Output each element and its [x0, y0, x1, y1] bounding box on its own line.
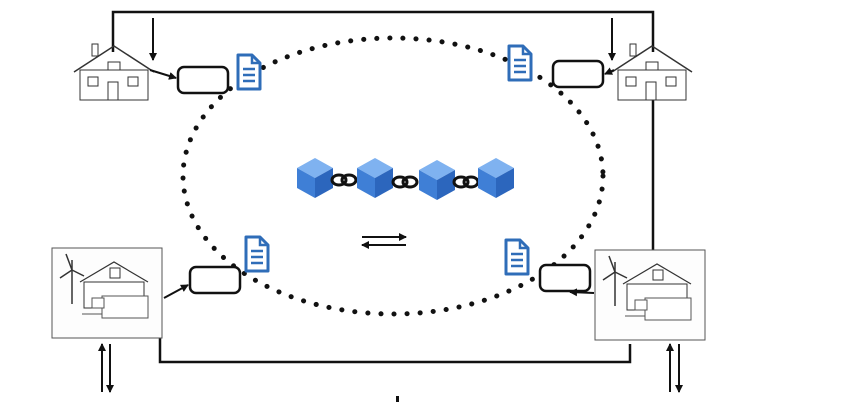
grid-arrows-bottom-left	[98, 343, 114, 393]
meter-box-top-left	[176, 65, 230, 95]
house-icon-top-left	[73, 43, 155, 101]
blockchain-block-icon	[478, 158, 514, 198]
blockchain	[297, 158, 514, 200]
meter-box-bottom-left	[188, 265, 242, 295]
chain-link-icon	[330, 173, 358, 187]
document-icon-bottom-right	[504, 238, 530, 276]
blockchain-block-icon	[357, 158, 393, 198]
blockchain-block-icon	[297, 158, 333, 198]
bidirectional-arrow-icon	[361, 233, 407, 249]
meter-box-top-right	[551, 59, 605, 89]
chain-link-icon	[391, 175, 419, 189]
stray-mark	[396, 396, 399, 402]
document-icon-top-right	[507, 44, 533, 82]
wind-turbine-house-bottom-right	[594, 249, 706, 341]
wind-turbine-house-bottom-left	[51, 247, 163, 339]
house-to-meter-arrows	[149, 18, 616, 299]
meter-box-bottom-right	[538, 263, 592, 293]
document-icon-top-left	[236, 53, 262, 91]
grid-arrows-bottom-right	[666, 343, 683, 393]
chain-link-icon	[452, 175, 480, 189]
outer-connection-line	[111, 10, 655, 364]
dotted-network-ring	[180, 35, 606, 317]
house-icon-top-right	[611, 43, 693, 101]
document-icon-bottom-left	[244, 235, 270, 273]
blockchain-block-icon	[419, 160, 455, 200]
